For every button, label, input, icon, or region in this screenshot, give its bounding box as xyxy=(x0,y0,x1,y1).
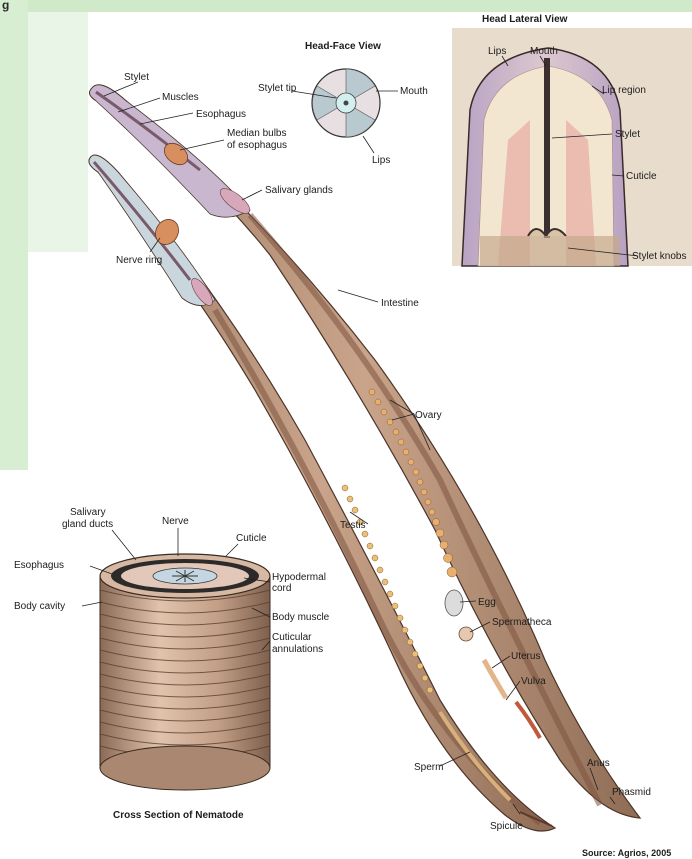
label-nerve-ring: Nerve ring xyxy=(116,255,162,266)
label-anus: Anus xyxy=(587,758,610,769)
label-face-mouth: Mouth xyxy=(400,86,428,97)
label-lateral-lips: Lips xyxy=(488,46,506,57)
label-lateral-mouth: Mouth xyxy=(530,46,558,57)
label-face-lips: Lips xyxy=(372,155,390,166)
label-spermatheca: Spermatheca xyxy=(492,617,552,628)
label-lateral-stylet: Stylet xyxy=(615,129,640,140)
label-lateral-stylet-knobs: Stylet knobs xyxy=(632,251,686,262)
label-median-bulbs: Median bulbs of esophagus xyxy=(227,128,289,151)
label-intestine: Intestine xyxy=(381,298,419,309)
cross-section xyxy=(100,554,270,790)
label-cs-body-cavity: Body cavity xyxy=(14,601,65,612)
cropped-header-text: g xyxy=(2,0,9,12)
label-cs-esophagus: Esophagus xyxy=(14,560,64,571)
label-spicule: Spicule xyxy=(490,821,523,832)
title-head-lateral-view: Head Lateral View xyxy=(482,14,568,25)
label-cs-cuticular-annulations: Cuticular annulations xyxy=(272,632,323,655)
source-credit: Source: Agrios, 2005 xyxy=(582,848,671,858)
head-face-view xyxy=(312,69,380,137)
label-egg: Egg xyxy=(478,597,496,608)
label-cs-cuticle: Cuticle xyxy=(236,533,267,544)
spermatheca-shape xyxy=(459,627,473,641)
label-lateral-lip-region: Lip region xyxy=(602,85,646,96)
title-cross-section: Cross Section of Nematode xyxy=(113,810,244,821)
label-uterus: Uterus xyxy=(511,651,540,662)
label-sperm: Sperm xyxy=(414,762,443,773)
label-lateral-cuticle: Cuticle xyxy=(626,171,657,182)
label-stylet: Stylet xyxy=(124,72,149,83)
label-cs-salivary-gland-ducts: Salivary gland ducts xyxy=(62,507,113,530)
label-cs-hypodermal-cord: Hypodermal cord xyxy=(272,572,329,594)
label-esophagus: Esophagus xyxy=(196,109,246,120)
title-head-face-view: Head-Face View xyxy=(305,41,381,52)
label-cs-body-muscle: Body muscle xyxy=(272,612,330,623)
label-muscles: Muscles xyxy=(162,92,199,103)
head-lateral-view xyxy=(452,28,692,266)
label-cs-nerve: Nerve xyxy=(162,516,189,527)
egg-shape xyxy=(445,590,463,616)
label-face-stylet-tip: Stylet tip xyxy=(258,83,297,94)
label-salivary-glands: Salivary glands xyxy=(265,185,333,196)
label-phasmid: Phasmid xyxy=(612,787,651,798)
label-ovary: Ovary xyxy=(415,410,442,421)
label-vulva: Vulva xyxy=(521,676,546,687)
label-testis: Testis xyxy=(340,520,366,531)
